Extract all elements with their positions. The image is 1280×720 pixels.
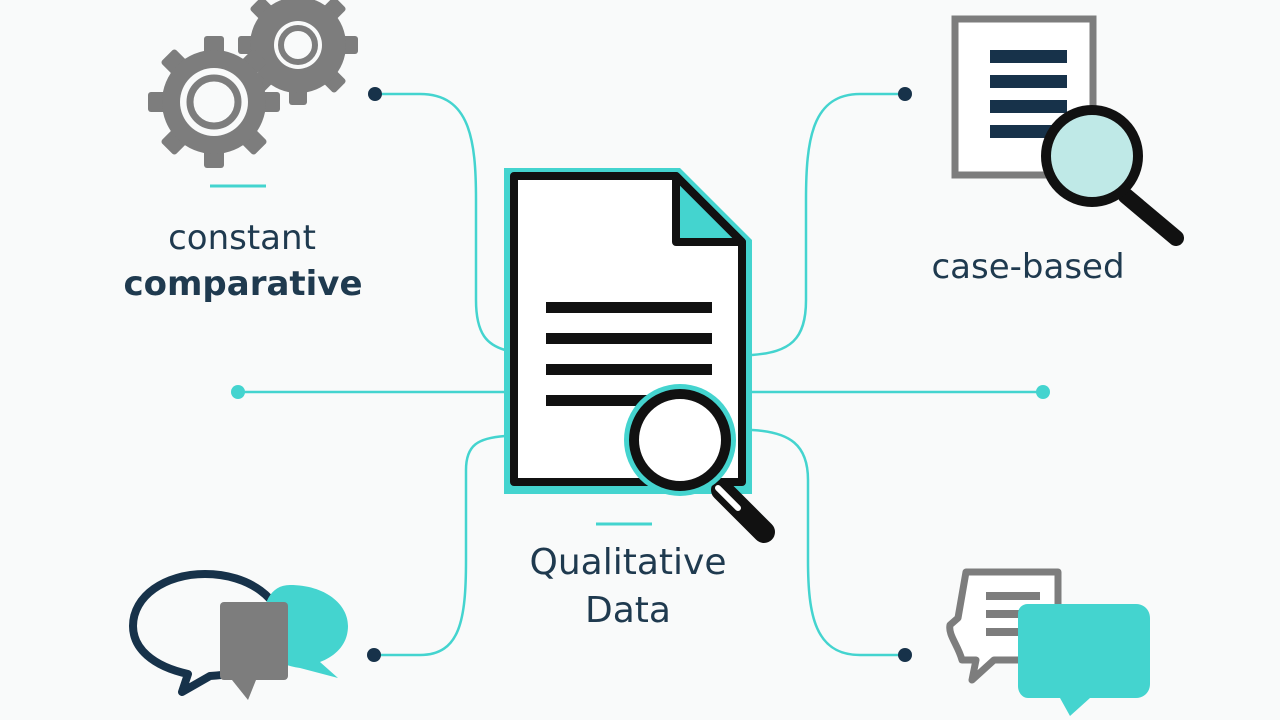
label-qualitative: Qualitative — [529, 542, 727, 583]
label-data: Data — [585, 590, 671, 631]
magnifier-icon — [624, 384, 775, 543]
speech-bubbles-icon — [129, 570, 348, 700]
connector-top-left — [376, 92, 506, 352]
connector-bottom-left — [374, 434, 506, 657]
document-magnifier-icon — [951, 15, 1184, 246]
dot-right — [1036, 385, 1050, 399]
chat-messages-icon — [946, 568, 1150, 716]
label-comparative: comparative — [123, 264, 363, 304]
dot-bottom-right — [898, 648, 912, 662]
connector-dots — [231, 87, 1050, 662]
dot-left — [231, 385, 245, 399]
connector-bottom-right — [751, 428, 905, 657]
label-constant: constant — [168, 218, 316, 258]
connector-lines — [238, 92, 1043, 657]
gears-icon — [148, 0, 358, 188]
dot-top-left — [368, 87, 382, 101]
dot-bottom-left — [367, 648, 381, 662]
dot-top-right — [898, 87, 912, 101]
connector-top-right — [751, 92, 905, 357]
label-case-based: case-based — [931, 247, 1125, 287]
